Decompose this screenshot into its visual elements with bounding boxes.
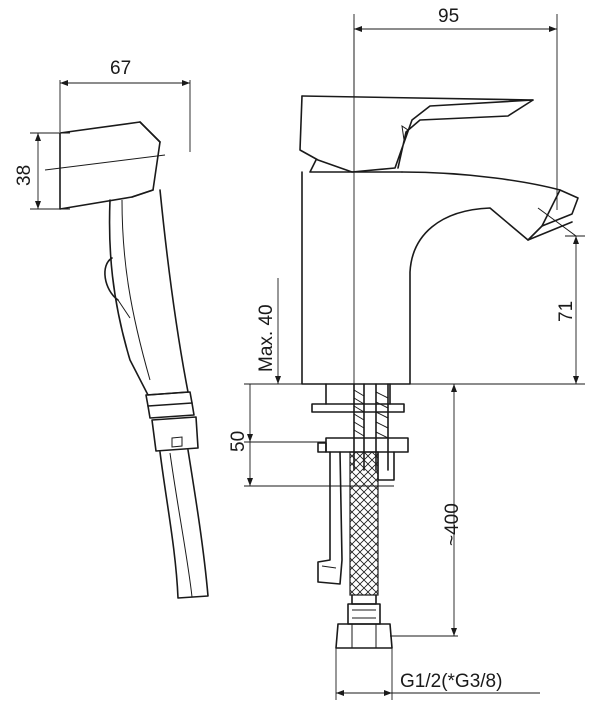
dimension-67-label: 67	[110, 58, 131, 79]
dimension-67: 67	[59, 58, 191, 152]
dimension-95: 95	[353, 6, 558, 210]
dimension-95-label: 95	[438, 6, 459, 27]
dimension-400-label: ~400	[442, 503, 463, 546]
dimension-71-label: 71	[556, 301, 577, 322]
dimension-50: 50	[228, 384, 394, 487]
dimension-400: ~400	[390, 383, 463, 637]
dimension-thread: G1/2(*G3/8)	[335, 648, 540, 700]
dimension-71: 71	[410, 235, 585, 385]
dimension-50-label: 50	[228, 431, 249, 452]
dimension-38-label: 38	[14, 165, 35, 186]
dimension-max-40: Max. 40	[244, 278, 310, 385]
hand-shower	[59, 121, 209, 599]
dimension-max-40-label: Max. 40	[256, 304, 277, 372]
dimension-thread-label: G1/2(*G3/8)	[400, 671, 502, 692]
dimension-38: 38	[14, 132, 166, 210]
basin-faucet	[299, 95, 579, 649]
